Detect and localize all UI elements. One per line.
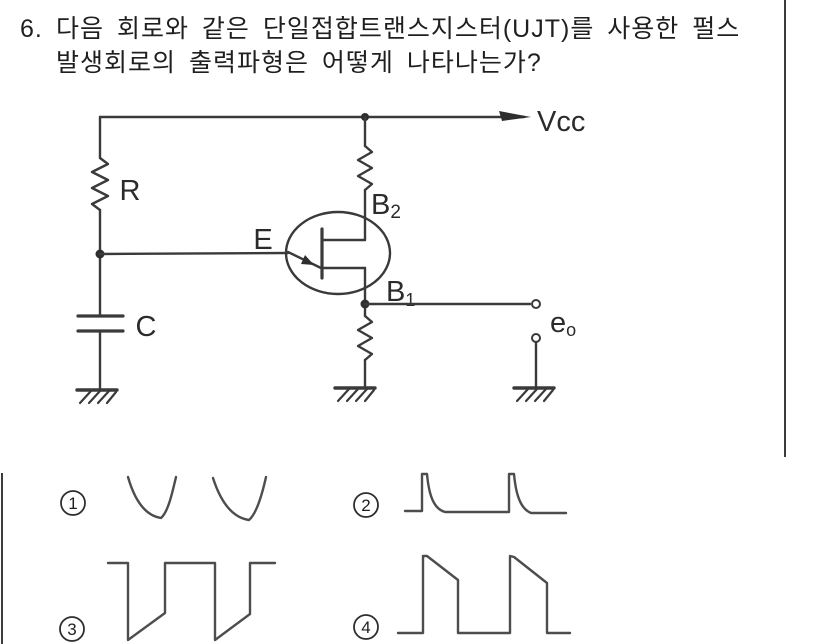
ground-symbol-left (75, 388, 119, 405)
choice-3-circle[interactable] (59, 616, 85, 642)
resistor-R-label: R (120, 175, 141, 207)
question-number: 6. (20, 15, 43, 43)
choice-2-marker[interactable]: 2 (353, 492, 379, 518)
question-text-line2: 발생회로의 출력파형은 어떻게 나타나는가? (56, 49, 542, 77)
emitter-arrow-icon (301, 255, 314, 265)
waveform-choice-3 (106, 561, 277, 642)
vcc-label: Vcc (537, 106, 585, 138)
choice-1-number: 1 (68, 494, 77, 513)
choice-2-circle[interactable] (353, 492, 379, 518)
capacitor-C-label: C (136, 311, 157, 343)
ujt-circuit-diagram: Vcc R C B2 E (75, 106, 585, 405)
output-terminal-top (531, 299, 541, 309)
ground-symbol-middle (333, 386, 377, 403)
choice-1-marker[interactable]: 1 (60, 490, 86, 516)
answer-waveforms (106, 472, 572, 642)
resistor-B2 (356, 144, 374, 192)
vcc-arrow-icon (499, 111, 531, 121)
emitter-wire (98, 251, 290, 256)
choice-1-circle[interactable] (60, 490, 86, 516)
choice-4-number: 4 (361, 618, 370, 637)
resistor-R (90, 156, 110, 212)
choice-markers: 1 2 3 4 (59, 490, 379, 642)
emitter-label: E (253, 224, 272, 256)
ground-symbol-right (512, 386, 556, 403)
waveform-choice-4 (396, 554, 572, 635)
resistor-B1 (356, 314, 374, 362)
choice-2-number: 2 (361, 496, 370, 515)
choice-4-marker[interactable]: 4 (353, 614, 379, 640)
choice-3-marker[interactable]: 3 (59, 616, 85, 642)
output-label: eo (550, 307, 576, 340)
waveform-choice-1 (126, 475, 268, 522)
choice-3-number: 3 (67, 620, 76, 639)
base1-label: B1 (386, 276, 415, 310)
waveform-choice-2 (403, 472, 568, 515)
choice-4-circle[interactable] (353, 614, 379, 640)
ujt-body (284, 210, 392, 296)
base2-label: B2 (371, 189, 401, 223)
question-text-line1: 다음 회로와 같은 단일접합트랜스지스터(UJT)를 사용한 펄스 (56, 15, 741, 43)
